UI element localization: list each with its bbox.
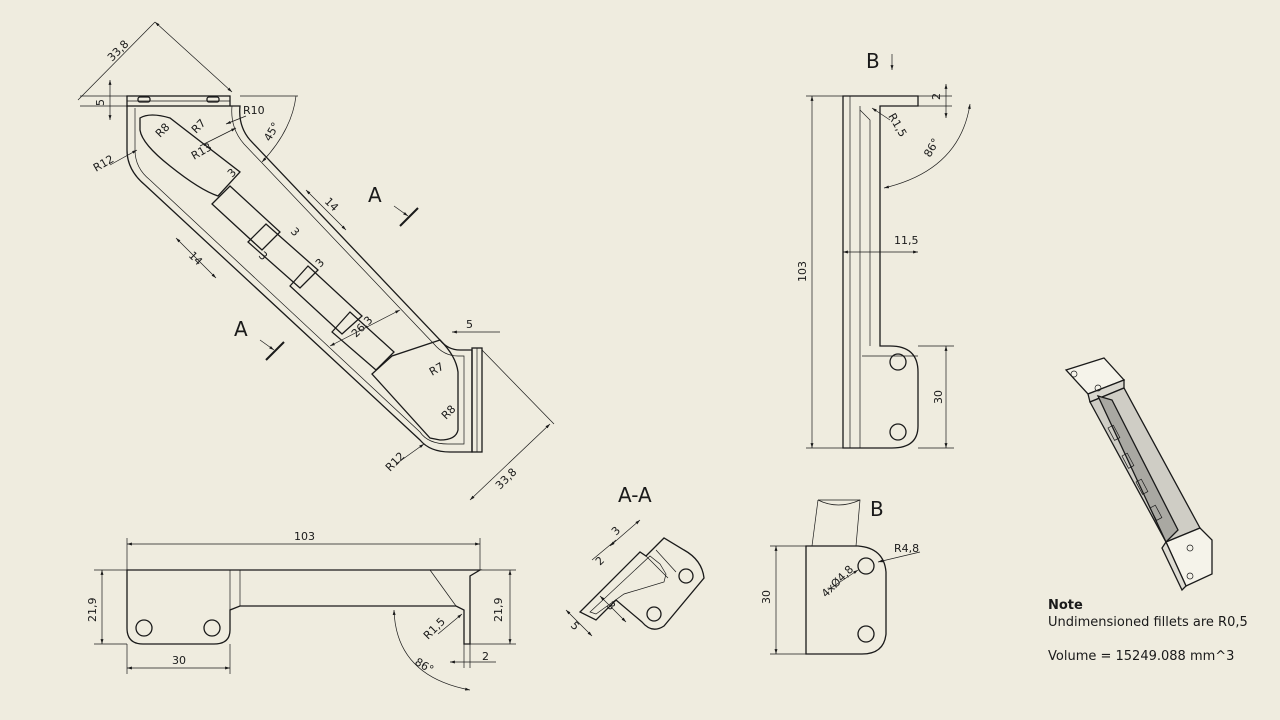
dim-top-width: 33,8 (105, 38, 132, 65)
b-dim-30: 30 (760, 590, 773, 604)
dim-rib-3b: 3 (288, 225, 302, 239)
section-aa-profile (578, 537, 705, 630)
dim-r8: R8 (153, 121, 173, 141)
dim-r8b: R8 (439, 403, 459, 423)
note-volume: Volume = 15249.088 mm^3 (1048, 649, 1234, 664)
detail-view-b: B 30 R4,8 4xØ4,8 (760, 497, 921, 655)
notes-block: Note Undimensioned fillets are R0,5 Volu… (1048, 598, 1248, 664)
aa-dim-3b: 3 (604, 599, 618, 613)
bracket-outline (126, 105, 473, 453)
top-view: 103 21,9 21,9 30 R1,5 86° 2 (86, 530, 516, 691)
dim-14b: 14 (186, 249, 205, 268)
dim-top-flange: 5 (94, 99, 107, 106)
side-dim-103: 103 (796, 261, 809, 282)
aa-dim-3a: 3 (609, 524, 623, 538)
side-dim-86: 86° (921, 136, 942, 159)
top-dim-21-9-right: 21,9 (492, 598, 505, 623)
detail-b-outline (805, 545, 887, 655)
note-title: Note (1048, 598, 1083, 613)
dim-r7: R7 (189, 117, 209, 137)
note-fillets: Undimensioned fillets are R0,5 (1048, 615, 1248, 630)
side-dim-30: 30 (932, 390, 945, 404)
top-dim-86: 86° (413, 655, 436, 676)
view-b-label-detail: B (870, 497, 884, 521)
top-outline (126, 569, 483, 645)
b-dim-holes: 4xØ4,8 (819, 563, 856, 600)
dim-r10: R10 (243, 104, 265, 117)
top-dim-2: 2 (482, 650, 489, 663)
b-dim-r4-8: R4,8 (894, 542, 919, 555)
dim-r7b: R7 (427, 360, 446, 379)
top-dim-30: 30 (172, 654, 186, 667)
dim-26-3: 26,3 (349, 314, 376, 341)
section-a-label-lower: A (234, 317, 248, 341)
side-dim-2: 2 (930, 93, 943, 100)
side-outline (842, 95, 919, 449)
side-dim-r15: R1,5 (885, 111, 909, 139)
section-aa-label: A-A (618, 483, 652, 507)
dim-rib-3a: 3 (225, 166, 239, 180)
isometric-view (1064, 357, 1213, 592)
side-dim-11-5: 11,5 (894, 234, 919, 247)
section-a-label-upper: A (368, 183, 382, 207)
aa-dim-5: 5 (568, 619, 582, 633)
top-dim-r15: R1,5 (421, 615, 448, 642)
view-b-label-top: B (866, 49, 880, 73)
section-a-a: A-A 3 2 5 3 (565, 483, 705, 637)
dim-r12b: R12 (383, 450, 407, 474)
top-dim-21-9-left: 21,9 (86, 598, 99, 623)
aa-dim-2: 2 (593, 554, 607, 568)
dim-r13: R13 (189, 141, 214, 163)
side-view: 103 2 R1,5 86° 11,5 30 B (796, 49, 971, 449)
front-view: 33,8 5 R10 R7 R8 R13 R12 45° 3 14 14 3 3… (77, 21, 555, 501)
dim-r12: R12 (91, 153, 116, 175)
dim-bottom-width: 33,8 (493, 466, 520, 493)
dim-14a: 14 (322, 195, 341, 214)
top-dim-103: 103 (294, 530, 315, 543)
dim-flange-5: 5 (466, 318, 473, 331)
